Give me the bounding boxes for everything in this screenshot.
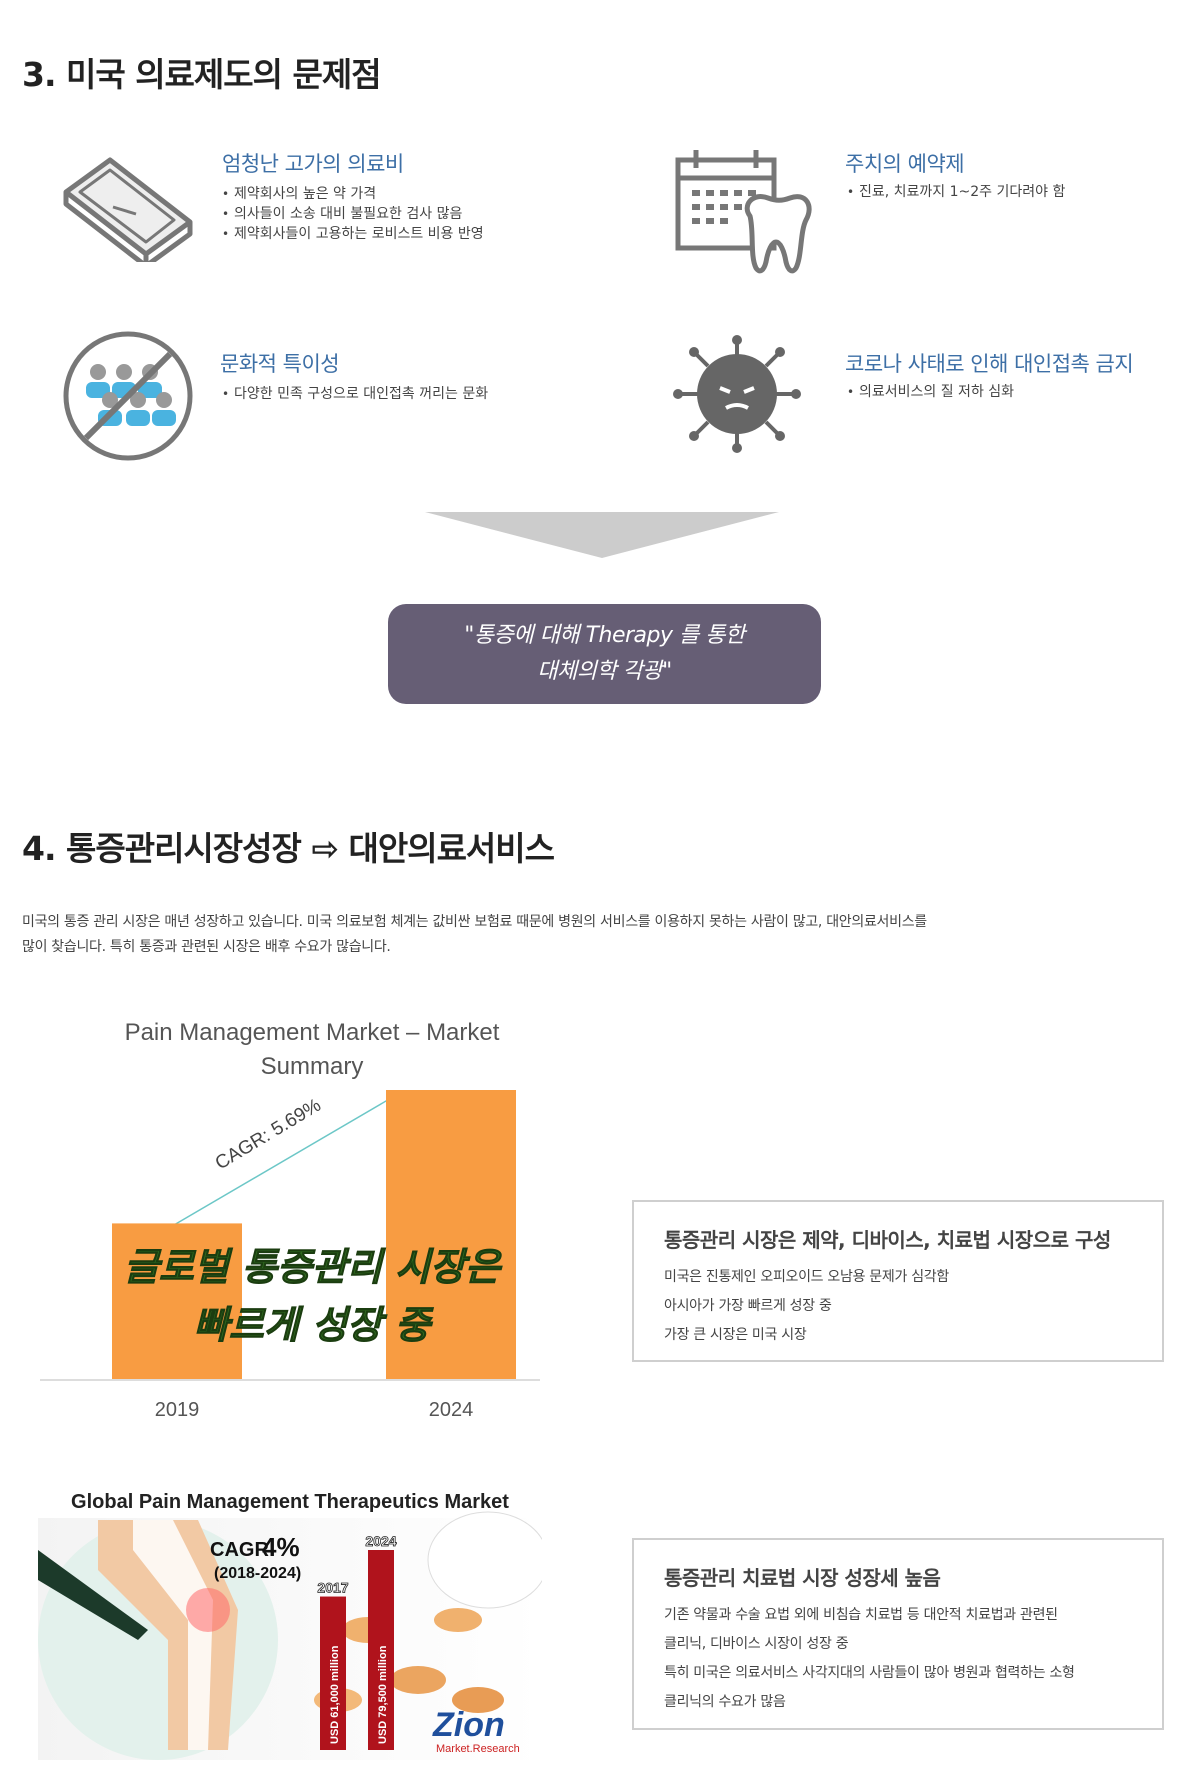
year-label: 2024 (365, 1533, 396, 1549)
x-tick-label: 2024 (429, 1399, 474, 1421)
money-stack-icon (63, 157, 193, 262)
feature-title: 엄청난 고가의 의료비 (222, 152, 404, 176)
section3-title: 3. 미국 의료제도의 문제점 (22, 55, 382, 94)
no-crowd-icon (63, 331, 193, 461)
virus-icon (673, 335, 801, 453)
info-box-line: 아시아가 가장 빠르게 성장 중 (664, 1298, 832, 1314)
feature-bullets: 제약회사의 높은 약 가격 의사들이 소송 대비 불필요한 검사 많음 제약회사… (220, 184, 520, 244)
chart-title: Global Pain Management Therapeutics Mark… (71, 1491, 509, 1513)
market-summary-chart: Pain Management Market – Market Summary … (40, 1019, 540, 1421)
feature-bullets: 다양한 민족 구성으로 대인접촉 꺼리는 문화 (220, 384, 520, 404)
description-line: 많이 찾습니다. 특히 통증과 관련된 시장은 배후 수요가 많습니다. (22, 939, 391, 955)
description-line: 미국의 통증 관리 시장은 매년 성장하고 있습니다. 미국 의료보험 체계는 … (22, 914, 927, 930)
trend-arrow (161, 1093, 399, 1233)
bullet: 진료, 치료까지 1~2주 기다려야 함 (845, 182, 1165, 202)
bullet: 의료서비스의 질 저하 심화 (845, 382, 1165, 402)
info-box-title: 통증관리 치료법 시장 성장세 높음 (664, 1566, 941, 1590)
cagr-value: 4% (262, 1532, 300, 1562)
pill-bottle (427, 1511, 542, 1609)
info-box-title: 통증관리 시장은 제약, 디바이스, 치료법 시장으로 구성 (664, 1228, 1111, 1252)
info-box-line: 기존 약물과 수술 요법 외에 비침습 치료법 등 대안적 치료법과 관련된 (664, 1607, 1058, 1623)
info-box-line: 클리닉, 디바이스 시장이 성장 중 (664, 1636, 849, 1652)
bar-2024 (368, 1550, 394, 1750)
arrow-down-icon (425, 512, 779, 558)
quote-line: "통증에 대해 Therapy 를 통한 (464, 623, 745, 648)
feature-bullets: 의료서비스의 질 저하 심화 (845, 382, 1165, 402)
bullet: 다양한 민족 구성으로 대인접촉 꺼리는 문화 (220, 384, 520, 404)
brand-logo: Zion (432, 1706, 505, 1744)
overlay-text: 글로벌 통증관리 시장은 (124, 1245, 503, 1289)
value-label: USD 61,000 million (329, 1645, 341, 1744)
info-box-therapy-growth: 통증관리 치료법 시장 성장세 높음 기존 약물과 수술 요법 외에 비침습 치… (632, 1538, 1164, 1730)
section4-title: 4. 통증관리시장성장 ⇨ 대안의료서비스 (22, 829, 555, 868)
pain-spot (186, 1588, 230, 1632)
cagr-period: (2018-2024) (214, 1565, 301, 1582)
chart-title: Summary (261, 1053, 364, 1080)
bone-illustration (133, 1520, 213, 1750)
x-tick-label: 2019 (155, 1399, 200, 1421)
bullet: 제약회사들이 고용하는 로비스트 비용 반영 (220, 224, 520, 244)
pill (452, 1687, 504, 1713)
cagr-annotation: CAGR: 5.69% (212, 1095, 325, 1175)
bar-2017 (320, 1596, 346, 1750)
year-label: 2017 (317, 1580, 348, 1596)
pill (434, 1608, 482, 1632)
info-box-line: 가장 큰 시장은 미국 시장 (664, 1327, 807, 1343)
feature-bullets: 진료, 치료까지 1~2주 기다려야 함 (845, 182, 1165, 202)
quote-line: 대체의학 각광" (537, 659, 672, 684)
feature-title: 문화적 특이성 (220, 352, 340, 376)
info-box-line: 클리닉의 수요가 많음 (664, 1694, 786, 1710)
feature-title: 주치의 예약제 (845, 152, 965, 176)
therapeutics-market-chart: Global Pain Management Therapeutics Mark… (38, 1491, 542, 1760)
info-box-line: 미국은 진통제인 오피오이드 오남용 문제가 심각함 (664, 1269, 949, 1285)
bar-2024 (386, 1090, 516, 1380)
bar-2019 (112, 1223, 242, 1380)
info-box-market-composition: 통증관리 시장은 제약, 디바이스, 치료법 시장으로 구성 미국은 진통제인 … (632, 1200, 1164, 1362)
feature-title: 코로나 사태로 인해 대인접촉 금지 (845, 352, 1134, 376)
section4-description: 미국의 통증 관리 시장은 매년 성장하고 있습니다. 미국 의료보험 체계는 … (22, 910, 1072, 960)
info-box-line: 특히 미국은 의료서비스 사각지대의 사람들이 많아 병원과 협력하는 소형 (664, 1665, 1075, 1681)
bullet: 제약회사의 높은 약 가격 (220, 184, 520, 204)
chart-title: Pain Management Market – Market (125, 1019, 500, 1046)
cagr-label: CAGR (210, 1539, 269, 1561)
pill (390, 1666, 446, 1694)
overlay-text: 빠르게 성장 중 (194, 1303, 434, 1347)
pen-illustration (38, 1550, 148, 1640)
bullet: 의사들이 소송 대비 불필요한 검사 많음 (220, 204, 520, 224)
brand-sub: Market.Research (436, 1743, 520, 1755)
value-label: USD 79,500 million (377, 1645, 389, 1744)
quote-box: "통증에 대해 Therapy 를 통한 대체의학 각광" (388, 604, 821, 704)
calendar-tooth-icon (675, 150, 812, 274)
